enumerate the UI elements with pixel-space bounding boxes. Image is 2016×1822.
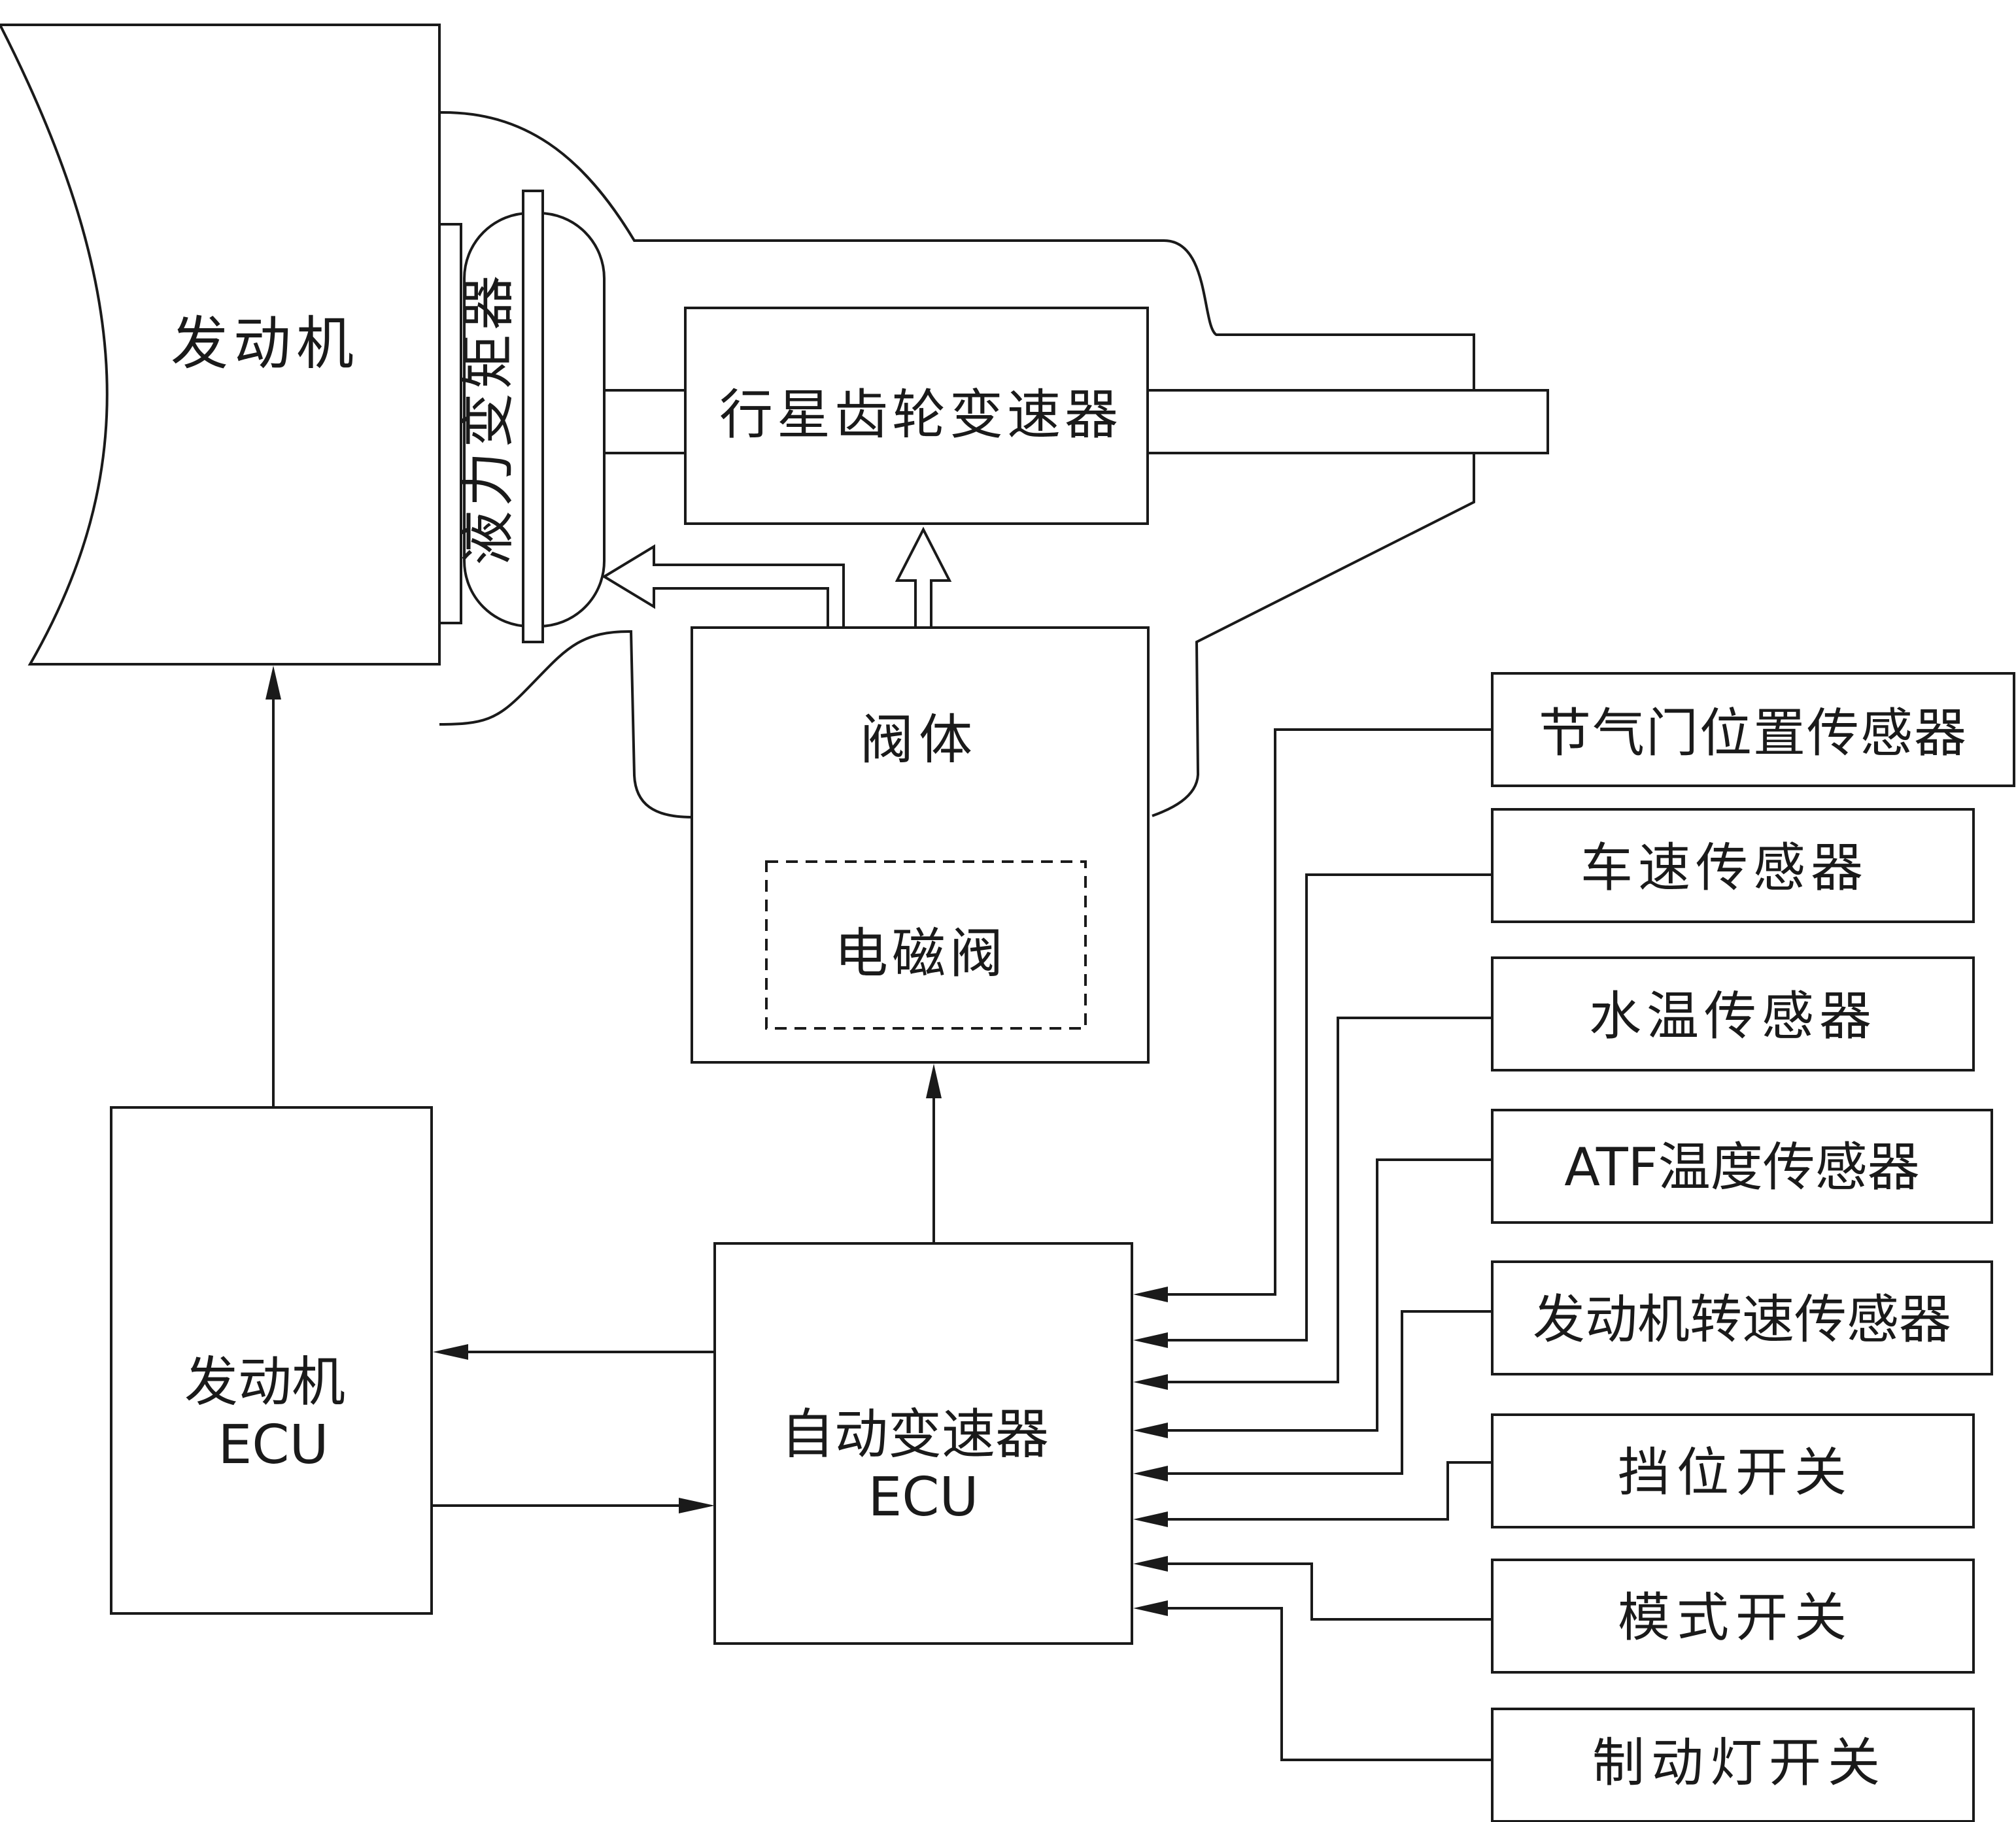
sensor-label: 水温传感器 xyxy=(1589,986,1877,1047)
arrowhead-signal xyxy=(1133,1511,1168,1527)
signal-line-gear-position xyxy=(1165,1461,1492,1521)
sensor-box xyxy=(1491,1260,1993,1375)
planetary-gearbox-label: 行星齿轮变速器 xyxy=(719,384,1122,446)
arrowhead-valve-body xyxy=(926,1064,942,1098)
switch-gear-position: 挡位开关 xyxy=(1491,1413,1975,1528)
signal-line-engine-speed xyxy=(1165,1310,1492,1475)
sensor-label: 挡位开关 xyxy=(1618,1442,1853,1503)
transmission-ecu-line1: 自动变速器 xyxy=(781,1404,1049,1466)
sensor-label: 模式开关 xyxy=(1618,1587,1853,1648)
sensor-atf-temperature: ATF温度传感器 xyxy=(1491,1109,1993,1224)
valve-body-label: 阀体 xyxy=(860,709,978,771)
engine-flange xyxy=(438,223,462,624)
signal-line-vehicle-speed xyxy=(1165,873,1492,1341)
sensor-label: 车速传感器 xyxy=(1580,837,1868,898)
sensor-box xyxy=(1491,1559,1975,1674)
engine-block xyxy=(0,24,441,666)
sensor-engine-speed: 发动机转速传感器 xyxy=(1491,1260,1993,1375)
signal-line-coolant-temp xyxy=(1165,1017,1492,1383)
planetary-gearbox-box xyxy=(684,307,1149,525)
switch-brake-light: 制动灯开关 xyxy=(1491,1708,1975,1822)
transmission-ecu-line2: ECU xyxy=(868,1466,978,1528)
torque-converter-label: 液力变矩器 xyxy=(456,271,520,565)
valve-body-box xyxy=(691,626,1150,1064)
transmission-ecu-box xyxy=(713,1242,1133,1645)
sensor-box xyxy=(1491,1708,1975,1822)
sensor-label: ATF温度传感器 xyxy=(1564,1137,1919,1198)
arrowhead-signal xyxy=(1133,1287,1168,1302)
engine-ecu-box xyxy=(110,1106,433,1615)
hollow-arrow-to-gearbox xyxy=(895,526,952,626)
arrowhead-signal xyxy=(1133,1423,1168,1438)
arrowhead-engine-ecu xyxy=(433,1344,468,1360)
sensor-box xyxy=(1491,808,1975,923)
arrowhead-signal xyxy=(1133,1600,1168,1616)
sensor-box xyxy=(1491,1413,1975,1528)
transmission-ecu-label: 自动变速器 ECU xyxy=(781,1404,1066,1528)
torque-converter-plate xyxy=(522,190,544,643)
sensor-box xyxy=(1491,956,1975,1071)
switch-mode: 模式开关 xyxy=(1491,1559,1975,1674)
sensor-signal-lines xyxy=(1133,728,1492,1761)
sensor-box xyxy=(1491,1109,1993,1224)
engine-label: 发动机 xyxy=(171,310,359,377)
sensor-throttle-position: 节气门位置传感器 xyxy=(1491,672,2015,787)
signal-line-throttle xyxy=(1165,728,1492,1296)
sensor-label: 制动灯开关 xyxy=(1592,1732,1887,1793)
sensor-coolant-temperature: 水温传感器 xyxy=(1491,956,1975,1071)
arrowhead-engine xyxy=(265,666,281,700)
transmission-housing-outline xyxy=(439,110,1475,817)
arrowhead-signal xyxy=(1133,1374,1168,1390)
transmission-housing-lower xyxy=(439,630,692,818)
signal-line-atf-temp xyxy=(1165,1158,1492,1432)
signal-line-mode xyxy=(1165,1562,1492,1621)
solenoid-valve-label: 电磁阀 xyxy=(834,922,1007,985)
sensor-label: 发动机转速传感器 xyxy=(1533,1289,1951,1350)
engine-ecu-label: 发动机 ECU xyxy=(184,1351,362,1476)
sensor-box xyxy=(1491,672,2015,787)
solenoid-valve-box xyxy=(765,860,1087,1030)
engine-ecu-line1: 发动机 xyxy=(184,1351,345,1413)
sensor-label: 节气门位置传感器 xyxy=(1539,703,1968,764)
output-shaft xyxy=(1146,389,1549,454)
arrowhead-transmission-ecu xyxy=(679,1498,715,1513)
signal-line-brake-light xyxy=(1165,1607,1492,1761)
arrowhead-signal xyxy=(1133,1556,1168,1572)
input-shaft xyxy=(603,389,687,454)
sensor-vehicle-speed: 车速传感器 xyxy=(1491,808,1975,923)
hollow-arrow-to-torque-converter xyxy=(602,544,845,626)
arrowhead-signal xyxy=(1133,1332,1168,1348)
engine-ecu-line2: ECU xyxy=(218,1414,328,1476)
arrowhead-signal xyxy=(1133,1466,1168,1481)
